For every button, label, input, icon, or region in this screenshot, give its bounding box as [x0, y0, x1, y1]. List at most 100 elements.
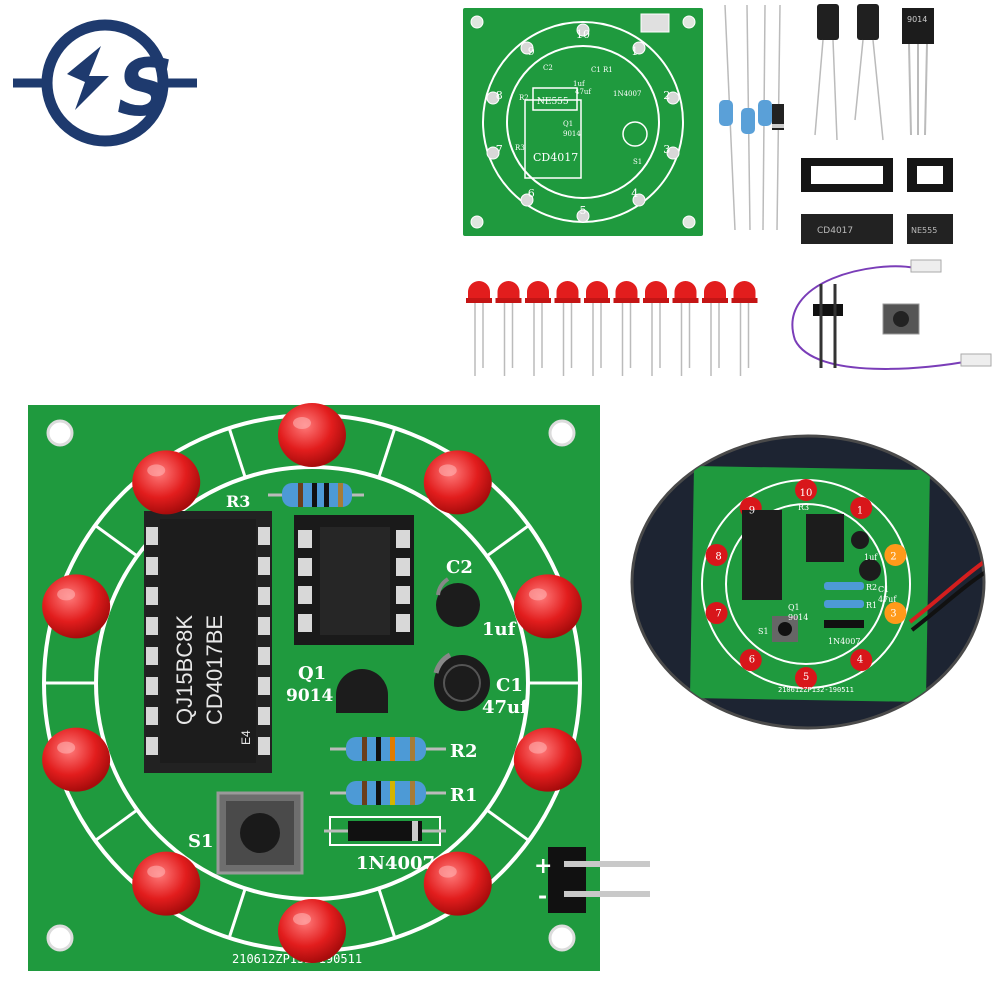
diode-1n4007: 1N4007: [324, 816, 446, 874]
inset-label: Q1: [788, 603, 800, 612]
kit-label: S1: [633, 158, 642, 166]
inset-led: [884, 602, 907, 625]
kit-number: 10: [576, 28, 590, 41]
transistor-9014: 9014: [902, 8, 934, 136]
inset-label: S1: [758, 627, 769, 636]
loose-led: [554, 281, 581, 376]
inset-label: R1: [866, 601, 877, 610]
kit-label: C2: [543, 64, 553, 72]
kit-number: 1: [631, 45, 638, 58]
label-c2-value: 1uf: [482, 619, 517, 640]
inset-number: 1: [857, 506, 863, 517]
diode: [772, 104, 784, 130]
push-button: [882, 303, 920, 335]
label-r1: R1: [450, 785, 477, 806]
ring-divider: [485, 808, 530, 842]
inset-led: [850, 496, 873, 519]
led-row: [466, 281, 758, 376]
ring-led: [278, 403, 346, 467]
brand-logo: S: [13, 19, 197, 147]
ring-divider: [377, 887, 397, 939]
label-c2: C2: [446, 557, 473, 578]
label-c1-value: 47uf: [482, 697, 529, 718]
ring-divider: [227, 427, 247, 479]
chip-ne555: NE555: [907, 214, 953, 244]
transistor-q1: Q1 9014: [286, 663, 388, 713]
capacitor-small: [814, 4, 839, 141]
resistor-1: [719, 100, 733, 126]
inset-led: [850, 649, 873, 672]
kit-label: C1: [591, 66, 601, 74]
inset-led: [739, 649, 762, 672]
logo-letter: S: [117, 44, 173, 134]
ring-led: [132, 851, 201, 916]
kit-label: 1N4007: [613, 90, 641, 98]
kit-number: 8: [496, 89, 503, 102]
loose-led: [584, 281, 610, 376]
inset-led: [705, 543, 728, 566]
inset-number: 3: [890, 608, 896, 619]
kit-number: 4: [631, 187, 638, 200]
loose-led: [643, 281, 669, 376]
label-r2: R2: [450, 741, 477, 762]
inset-serial: 210612ZP132-190511: [778, 686, 854, 694]
inset-number: 5: [803, 672, 809, 683]
kit-label: 1uf: [573, 80, 586, 88]
label-s1: S1: [188, 831, 214, 852]
ring-led: [423, 851, 492, 916]
inset-led: [795, 667, 817, 689]
kit-label: R3: [515, 144, 525, 152]
inset-label: 1uf: [864, 553, 878, 562]
inset-label: R2: [866, 583, 877, 592]
kit-cd4017-label: CD4017: [533, 151, 578, 164]
inset-label: 9014: [788, 613, 808, 622]
ring-led: [513, 727, 582, 792]
kit-number: 6: [528, 187, 535, 200]
kit-number: 3: [663, 143, 670, 156]
kit-label: Q1: [563, 120, 573, 128]
inset-number: 8: [715, 552, 721, 563]
inset-label: 47uf: [878, 595, 897, 604]
ring-divider: [485, 524, 530, 558]
resistor-r3: R3: [226, 483, 364, 511]
loose-led: [731, 281, 758, 376]
kit-label: R1: [603, 66, 613, 74]
chip-line2: CD4017BE: [202, 615, 227, 725]
inset-number: 2: [890, 552, 896, 563]
kit-ne555-label: NE555: [537, 97, 569, 107]
push-switch-s1: S1: [188, 791, 304, 875]
ring-led: [42, 574, 111, 639]
lightning-s-logo-icon: S: [13, 19, 197, 147]
chip-line1: QJ15BC8K: [172, 615, 197, 725]
loose-led: [702, 281, 728, 376]
kit-number: 2: [663, 89, 670, 102]
inset-label: C1: [878, 585, 889, 594]
label-q1: Q1: [298, 663, 326, 684]
inset-number: 9: [749, 506, 755, 517]
loose-led: [613, 281, 640, 376]
label-r3: R3: [226, 492, 250, 511]
ring-divider: [377, 427, 397, 479]
kit-label: 47uf: [575, 88, 592, 96]
inset-number: 6: [749, 654, 755, 665]
inset-led: [795, 479, 817, 501]
inset-number: 10: [800, 488, 813, 499]
kit-label: 9014: [563, 130, 581, 138]
inset-label: R3: [798, 503, 809, 512]
kit-number: 7: [496, 143, 503, 156]
kit-number: 9: [528, 45, 535, 58]
resistor-2: [741, 108, 755, 134]
ic-socket-8pin: [907, 158, 953, 192]
inset-number: 7: [715, 608, 721, 619]
ring-divider: [227, 887, 247, 939]
chip-mark: E4: [239, 730, 253, 745]
loose-led: [525, 281, 551, 376]
resistor-r1: R1: [330, 781, 477, 806]
power-header: + -: [534, 847, 650, 913]
loose-led: [466, 281, 492, 376]
jumper-wire: [791, 259, 992, 370]
ic-socket-16pin: [801, 158, 893, 192]
inset-led: [705, 602, 728, 625]
